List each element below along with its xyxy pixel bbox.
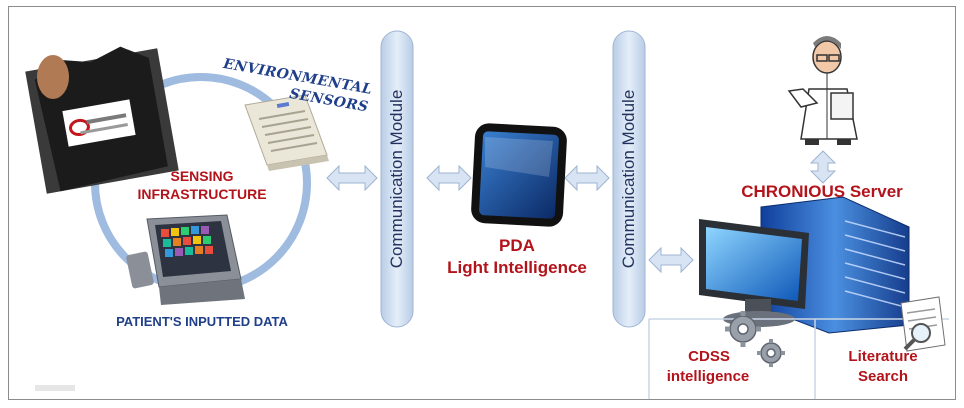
double-arrow-icon — [426, 164, 472, 192]
diagram-graphics — [25, 30, 949, 399]
environmental-sensor-icon — [244, 94, 329, 171]
light-intelligence-label: Light Intelligence — [447, 258, 587, 277]
patients-inputted-data-label: PATIENT'S INPUTTED DATA — [116, 314, 288, 329]
chronious-server-label: CHRONIOUS Server — [741, 182, 903, 201]
diagram-frame: ENVIRONMENTAL SENSORS SENSING INFRASTRUC… — [8, 6, 956, 400]
communication-module-right-bar — [612, 30, 646, 328]
gears-icon — [725, 311, 785, 367]
arrows — [326, 150, 837, 274]
doctor-icon — [787, 36, 858, 145]
communication-module-left-bar — [380, 30, 414, 328]
smartphone-icon — [471, 123, 567, 227]
communication-module-left-label: Communication Module — [387, 89, 406, 269]
literature-label: Literature — [848, 348, 918, 365]
cdss-intelligence-label: intelligence — [666, 368, 750, 385]
server-computer-icon — [699, 196, 910, 334]
document-magnifier-icon — [900, 296, 946, 352]
double-arrow-icon — [564, 164, 610, 192]
touchscreen-kiosk-icon — [126, 214, 245, 305]
wearable-shirt-icon — [25, 46, 179, 194]
sensing-infrastructure-label: SENSING INFRASTRUCTURE — [137, 168, 267, 202]
communication-module-right-label: Communication Module — [619, 89, 638, 269]
cdss-label: CDSS — [688, 348, 730, 365]
pda-label: PDA — [499, 236, 535, 255]
double-arrow-icon — [326, 164, 378, 192]
vertical-double-arrow-icon — [809, 150, 837, 184]
literature-search-label: Search — [857, 368, 909, 385]
double-arrow-icon — [648, 246, 694, 274]
